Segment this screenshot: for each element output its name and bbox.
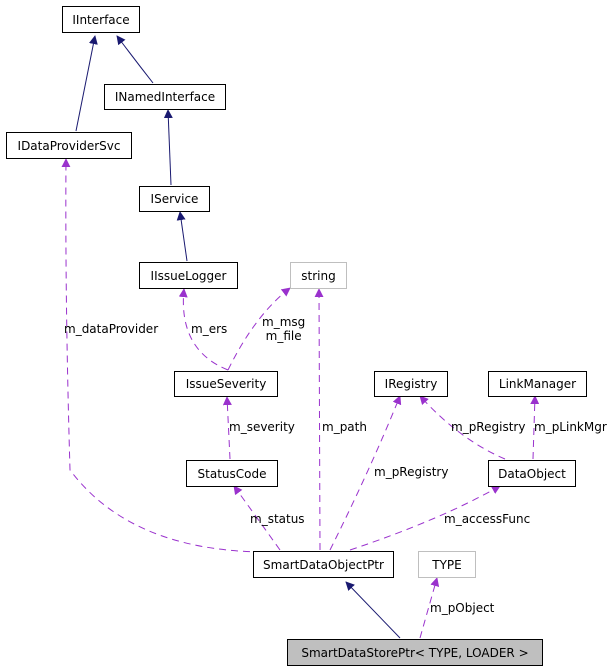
node-statuscode[interactable]: StatusCode: [186, 460, 278, 487]
edge-idataprovidersvc-to-iinterface: [75, 35, 98, 132]
edge-smartdataobjectptr-to-statuscode: [233, 485, 281, 551]
node-iregistry[interactable]: IRegistry: [374, 371, 448, 397]
edge-label-m-status: m_status: [250, 512, 305, 526]
edge-label-m-pregistry-smartdataobjectptr: m_pRegistry: [374, 465, 449, 479]
edge-label-m-severity: m_severity: [229, 420, 295, 434]
edge-smartdataobjectptr-to-string: [314, 288, 324, 551]
node-iissuelogger[interactable]: IIssueLogger: [139, 262, 238, 289]
node-iinterface[interactable]: IInterface: [62, 6, 140, 33]
edge-dataobject-to-iregistry: [419, 395, 506, 460]
edge-label-m-ers: m_ers: [191, 322, 228, 336]
node-dataobject[interactable]: DataObject: [488, 460, 576, 487]
edge-smartdatastoreptr-to-type: [419, 577, 440, 639]
edge-statuscode-to-issueseverity: [222, 396, 232, 460]
edge-label-m-plinkmgr: m_pLinkMgr: [534, 420, 607, 434]
edge-inamedinterface-to-iinterface: [116, 35, 154, 84]
edge-smartdatastoreptr-to-smartdataobjectptr: [345, 581, 401, 639]
node-string[interactable]: string: [290, 262, 347, 289]
edge-label-m-path: m_path: [322, 420, 367, 434]
node-smartdatastoreptr[interactable]: SmartDataStorePtr< TYPE, LOADER >: [287, 639, 543, 666]
node-linkmanager[interactable]: LinkManager: [488, 371, 587, 397]
edge-iissuelogger-to-iservice: [176, 211, 188, 262]
edge-smartdataobjectptr-to-iregistry: [329, 395, 402, 551]
node-inamedinterface[interactable]: INamedInterface: [104, 84, 226, 110]
edge-issueseverity-to-string: [227, 287, 291, 371]
node-type[interactable]: TYPE: [418, 551, 476, 578]
node-idataprovidersvc[interactable]: IDataProviderSvc: [6, 132, 132, 159]
edge-smartdataobjectptr-to-idataprovidersvc: [61, 158, 263, 553]
node-iservice[interactable]: IService: [139, 186, 210, 212]
node-issueseverity[interactable]: IssueSeverity: [174, 371, 278, 397]
node-smartdataobjectptr[interactable]: SmartDataObjectPtr: [253, 551, 394, 578]
edge-label-m-dataprovider: m_dataProvider: [64, 322, 159, 336]
edge-dataobject-to-linkmanager: [530, 395, 540, 460]
edge-issueseverity-to-iissuelogger: [178, 288, 229, 371]
edge-label-m-pobject: m_pObject: [430, 601, 495, 615]
edge-smartdataobjectptr-to-dataobject: [349, 485, 501, 551]
edge-label-m-accessfunc: m_accessFunc: [444, 512, 531, 526]
edge-label-m-pregistry-dataobject: m_pRegistry: [451, 420, 526, 434]
edge-iservice-to-inamedinterface: [163, 109, 173, 186]
edge-label-m-msg-file: m_msg m_file: [262, 315, 306, 343]
